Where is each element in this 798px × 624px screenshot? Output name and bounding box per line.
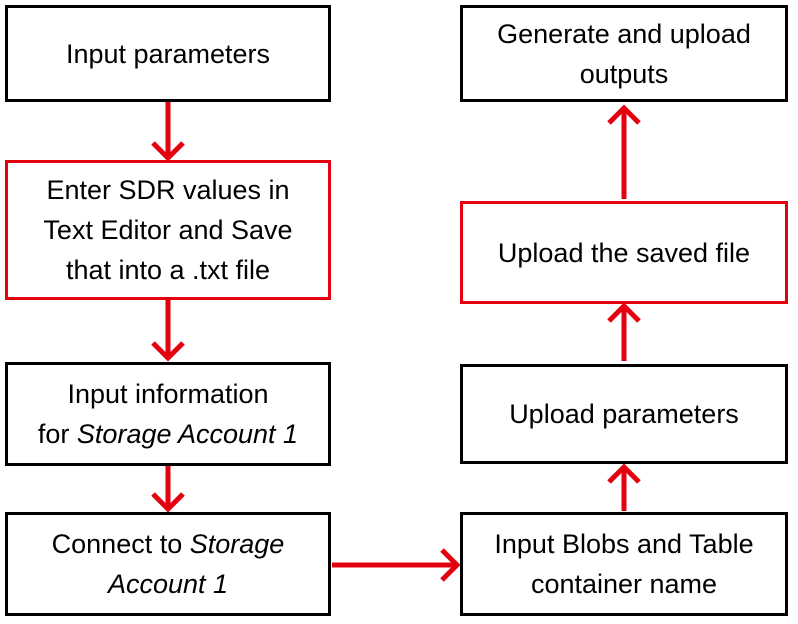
upload-saved-file-box: Upload the saved file <box>460 201 788 304</box>
input-information-line-1: Input information <box>67 379 269 409</box>
enter-sdr-line-1: Enter SDR values in <box>46 175 290 205</box>
input-blobs-line-2: container name <box>530 569 718 599</box>
arrow-input-to-sdr <box>151 101 185 162</box>
enter-sdr-box: Enter SDR values in Text Editor and Save… <box>5 160 331 300</box>
connect-storage-box: Connect to Storage Account 1 <box>5 512 331 616</box>
arrow-upload-params-to-saved <box>607 302 641 361</box>
upload-parameters-text: Upload parameters <box>509 399 739 429</box>
input-information-box: Input information for Storage Account 1 <box>5 362 331 466</box>
arrow-info-to-connect <box>151 465 185 513</box>
input-information-line-2: for Storage Account 1 <box>38 414 298 454</box>
generate-outputs-line-1: Generate and upload <box>497 18 751 49</box>
generate-outputs-box: Generate and upload outputs <box>460 5 788 102</box>
connect-storage-italic: Storage <box>189 529 285 559</box>
arrow-sdr-to-info <box>151 299 185 362</box>
input-information-prefix: for <box>37 419 77 449</box>
arrow-blobs-to-upload-params <box>607 463 641 511</box>
arrow-saved-to-generate <box>607 104 641 199</box>
input-parameters-text: Input parameters <box>65 38 271 69</box>
enter-sdr-line-2: Text Editor and Save <box>43 215 293 245</box>
enter-sdr-line-3: that into a .txt file <box>65 255 271 285</box>
generate-outputs-line-2: outputs <box>579 58 669 89</box>
input-blobs-box: Input Blobs and Table container name <box>460 512 788 616</box>
upload-parameters-box: Upload parameters <box>460 364 788 464</box>
input-parameters-box: Input parameters <box>5 5 331 102</box>
connect-storage-line-1: Connect to Storage <box>52 524 285 564</box>
storage-account-name: Storage Account 1 <box>76 419 299 449</box>
connect-prefix: Connect to <box>51 529 190 559</box>
arrow-connect-to-blobs <box>332 548 461 582</box>
upload-saved-file-text: Upload the saved file <box>497 237 751 268</box>
connect-storage-line-2: Account 1 <box>107 569 229 599</box>
input-blobs-line-1: Input Blobs and Table <box>494 529 754 559</box>
